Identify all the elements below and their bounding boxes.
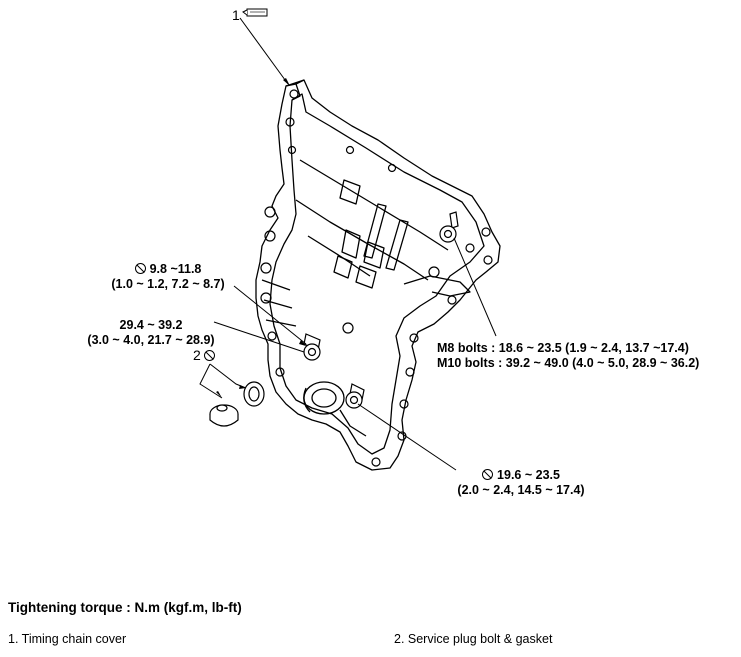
- torque-b-imperial: (3.0 ~ 4.0, 21.7 ~ 28.9): [87, 333, 215, 347]
- callout-item-2-number: 2: [193, 347, 201, 363]
- bolt-lower: [345, 383, 365, 409]
- torque-label-c: 19.6 ~ 23.5 (2.0 ~ 2.4, 14.5 ~ 17.4): [436, 468, 606, 498]
- torque-c-value: 19.6 ~ 23.5: [497, 468, 560, 482]
- m8-bolts-torque: M8 bolts : 18.6 ~ 23.5 (1.9 ~ 2.4, 13.7 …: [437, 341, 689, 355]
- prohibition-circle-icon: [134, 263, 146, 274]
- callout-item-2: 2: [193, 348, 219, 362]
- torque-label-b: 29.4 ~ 39.2 (3.0 ~ 4.0, 21.7 ~ 28.9): [66, 318, 236, 348]
- torque-label-m-bolts: M8 bolts : 18.6 ~ 23.5 (1.9 ~ 2.4, 13.7 …: [437, 341, 699, 371]
- callout-item-1: 1: [232, 7, 240, 23]
- legend-item-1: 1. Timing chain cover: [8, 632, 127, 646]
- sealant-tube-icon: [242, 8, 268, 17]
- cover-outline: [255, 79, 501, 471]
- torque-a-imperial: (1.0 ~ 1.2, 7.2 ~ 8.7): [111, 277, 225, 291]
- tightening-torque-heading: Tightening torque : N.m (kgf.m, lb-ft): [8, 600, 242, 615]
- torque-a-value: 9.8 ~11.8: [149, 262, 202, 276]
- bolt-left: [303, 333, 321, 361]
- gasket: [243, 381, 265, 407]
- torque-label-a: 9.8 ~11.8 (1.0 ~ 1.2, 7.2 ~ 8.7): [88, 262, 248, 292]
- m10-bolts-torque: M10 bolts : 39.2 ~ 49.0 (4.0 ~ 5.0, 28.9…: [437, 356, 700, 370]
- timing-chain-cover-diagram: [199, 8, 501, 471]
- service-plug-bolt: [209, 404, 239, 427]
- torque-b-value: 29.4 ~ 39.2: [119, 318, 183, 332]
- bolt-upper-right: [439, 211, 459, 243]
- prohibition-circle-icon: [482, 469, 494, 480]
- torque-c-imperial: (2.0 ~ 2.4, 14.5 ~ 17.4): [457, 483, 585, 497]
- legend-item-2: 2. Service plug bolt & gasket: [394, 632, 553, 646]
- prohibition-circle-icon: [203, 350, 215, 361]
